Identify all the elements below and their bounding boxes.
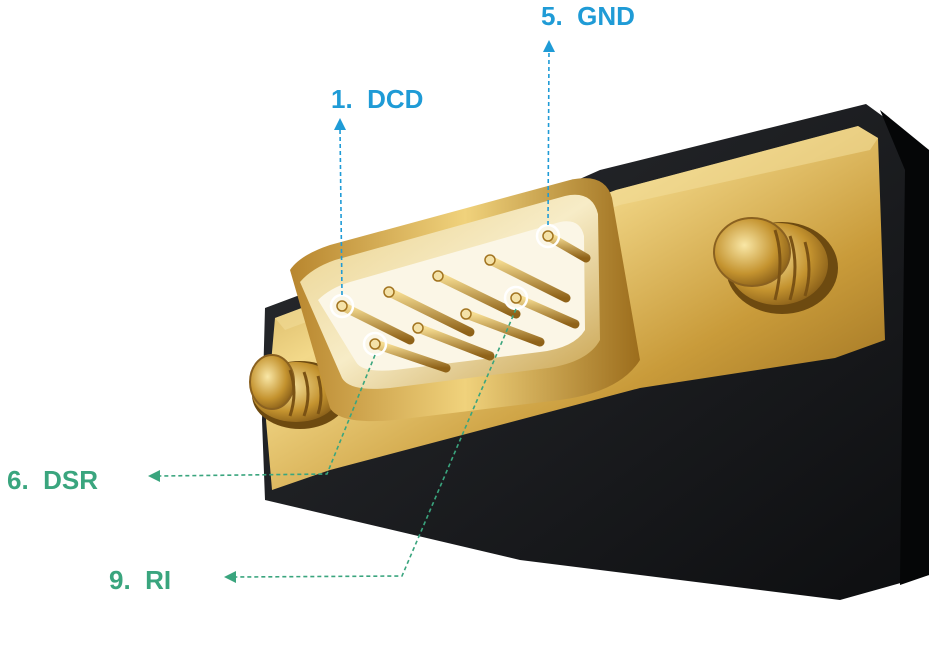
pin5-leader xyxy=(547,49,550,226)
pin6-leader xyxy=(159,354,376,477)
leader-lines xyxy=(148,40,555,583)
pin6-arrow-icon xyxy=(148,470,160,482)
right-screw xyxy=(713,217,838,314)
d-sub-shell xyxy=(290,178,640,422)
pin5-label: 5. GND xyxy=(541,1,635,31)
pin1-label: 1. DCD xyxy=(331,84,424,114)
pin5-arrow-icon xyxy=(543,40,555,52)
pin1-arrow-icon xyxy=(334,118,346,130)
pin9-leader xyxy=(235,308,517,578)
pin9-label: 9. RI xyxy=(109,565,172,595)
pin9-arrow-icon xyxy=(224,571,236,583)
pin6-label: 6. DSR xyxy=(7,465,99,495)
